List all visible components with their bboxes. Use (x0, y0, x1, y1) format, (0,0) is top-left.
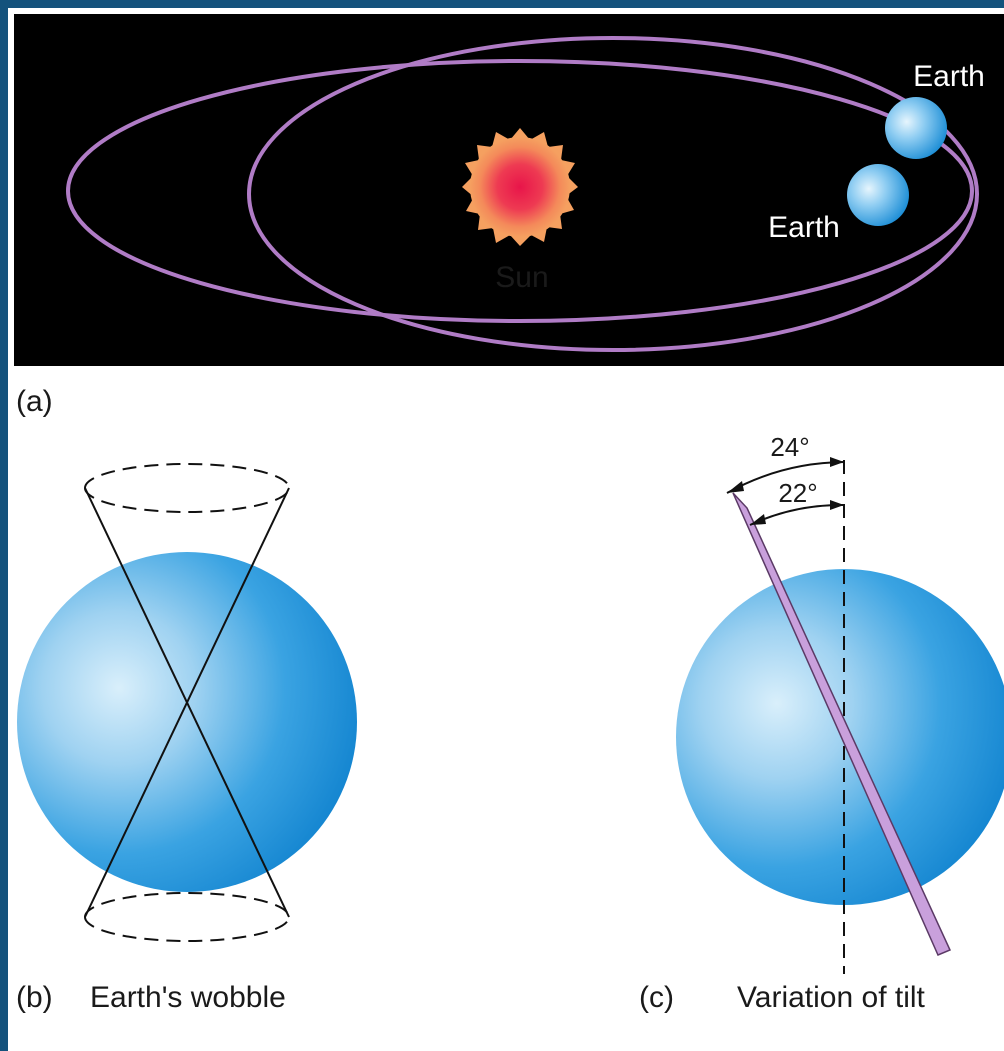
earth-label-upper: Earth (913, 60, 985, 93)
wobble-bottom-ellipse-front (84, 916, 290, 942)
tilt-arc-24-arrow (830, 457, 844, 467)
wobble-cone-line (84, 487, 290, 918)
sun-icon (462, 128, 578, 246)
orbit-elongated (66, 59, 974, 323)
min-tilt-label: 22° (778, 478, 817, 508)
panel-c-caption: Variation of tilt (737, 981, 926, 1014)
wobble-top-ellipse-back (84, 463, 290, 489)
wobble-bottom-ellipse-back (84, 892, 290, 918)
earth-globe-c (676, 569, 1004, 905)
wobble-top-ellipse-front (84, 487, 290, 513)
earth-lower-icon (847, 164, 909, 226)
tilt-arc-22-arrow (830, 500, 844, 510)
panel-b-caption: Earth's wobble (90, 981, 286, 1014)
panel-a: Sun Earth Earth (14, 14, 1004, 366)
earth-label-lower: Earth (768, 211, 840, 244)
panel-b (17, 463, 357, 942)
panel-c: 24° 22° (676, 432, 1004, 974)
panel-b-tag: (b) (16, 981, 53, 1014)
panel-c-tag: (c) (639, 981, 674, 1014)
tilt-arc-24-arrow (727, 481, 744, 493)
panel-a-tag: (a) (16, 385, 53, 418)
tilt-range-wedge (732, 492, 952, 956)
sun-label: Sun (495, 261, 548, 294)
orbit-circular (247, 36, 979, 352)
earth-globe-b (17, 552, 357, 892)
tilt-arc-22-arrow (750, 514, 766, 525)
max-tilt-label: 24° (770, 432, 809, 462)
earth-upper-icon (885, 97, 947, 159)
